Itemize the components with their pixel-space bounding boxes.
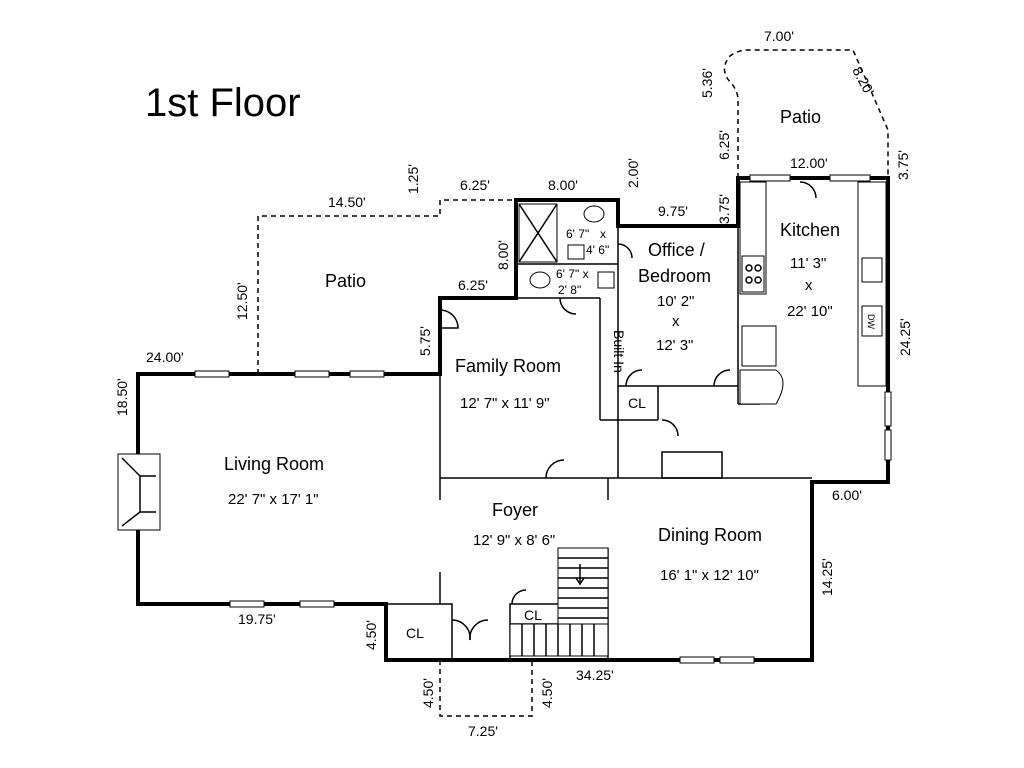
- family-room-size: 12' 7" x 11' 9": [460, 395, 550, 412]
- measurement: 7.00': [764, 28, 794, 44]
- measurement: 14.50': [328, 194, 366, 210]
- door-swings: [439, 181, 817, 641]
- measurement-labels: 7.00' 5.36' 8.20' 6.25' 3.75' 12.00' 3.7…: [114, 28, 913, 739]
- measurement: 12.00': [790, 155, 828, 171]
- office-label-line1: Office /: [648, 240, 705, 260]
- measurement: 4.50': [420, 678, 436, 708]
- measurement: 14.25': [819, 558, 835, 596]
- kitchen-width: 11' 3": [790, 255, 826, 272]
- patio-right-label: Patio: [780, 107, 821, 127]
- dining-room-size: 16' 1" x 12' 10": [660, 567, 759, 584]
- measurement: 24.25': [897, 318, 913, 356]
- bath-upper-width: 6' 7": [566, 227, 589, 241]
- fireplace: [117, 453, 161, 531]
- office-x: x: [672, 313, 680, 330]
- room-labels: Patio Patio Living Room 22' 7" x 17' 1" …: [224, 107, 876, 641]
- bath-lower-width: 6' 7" x: [556, 267, 589, 281]
- measurement: 6.25': [458, 277, 488, 293]
- measurement: 12.50': [234, 282, 250, 320]
- measurement: 7.25': [468, 723, 498, 739]
- kitchen-fixtures: [739, 181, 887, 405]
- kitchen-label: Kitchen: [780, 220, 840, 240]
- dishwasher-label: DW: [866, 314, 876, 329]
- stairs: [509, 547, 609, 657]
- patio-left-label: Patio: [325, 271, 366, 291]
- office-width: 10' 2": [657, 293, 694, 310]
- measurement: 4.50': [539, 678, 555, 708]
- windows: [194, 174, 892, 664]
- closet-entry-label: CL: [406, 625, 424, 641]
- foyer-label: Foyer: [492, 500, 538, 520]
- built-in-label: Built In: [611, 330, 627, 373]
- office-label-line2: Bedroom: [638, 266, 711, 286]
- bath-lower-height: 2' 8": [558, 283, 581, 297]
- measurement: 8.00': [495, 240, 511, 270]
- measurement: 18.50': [114, 378, 130, 416]
- measurement: 4.50': [363, 620, 379, 650]
- bath-upper-x: x: [600, 227, 606, 241]
- measurement: 3.75': [716, 194, 732, 224]
- measurement: 8.20': [849, 64, 877, 98]
- kitchen-height: 22' 10": [787, 303, 833, 320]
- dining-room-label: Dining Room: [658, 525, 762, 545]
- living-room-label: Living Room: [224, 454, 324, 474]
- bath-fixtures: [518, 203, 615, 289]
- measurement: 5.36': [699, 68, 715, 98]
- exterior-walls: [136, 176, 890, 662]
- living-room-size: 22' 7" x 17' 1": [228, 491, 319, 508]
- measurement: 24.00': [146, 349, 184, 365]
- plan-title: 1st Floor: [145, 81, 301, 125]
- measurement: 5.75': [417, 326, 433, 356]
- measurement: 6.25': [460, 177, 490, 193]
- measurement: 9.75': [658, 203, 688, 219]
- foyer-size: 12' 9" x 8' 6": [473, 532, 555, 549]
- measurement: 19.75': [238, 611, 276, 627]
- bath-upper-height: 4' 6": [586, 243, 609, 257]
- family-room-label: Family Room: [455, 356, 561, 376]
- measurement: 6.25': [716, 130, 732, 160]
- measurement: 1.25': [405, 164, 421, 194]
- closet-stair-label: CL: [524, 607, 542, 623]
- measurement: 34.25': [576, 667, 614, 683]
- closet-office-label: CL: [628, 395, 646, 411]
- measurement: 6.00': [832, 487, 862, 503]
- measurement: 8.00': [548, 177, 578, 193]
- patio-outlines: [257, 49, 889, 717]
- office-height: 12' 3": [656, 337, 693, 354]
- measurement: 3.75': [895, 150, 911, 180]
- kitchen-x: x: [805, 277, 813, 294]
- measurement: 2.00': [625, 158, 641, 188]
